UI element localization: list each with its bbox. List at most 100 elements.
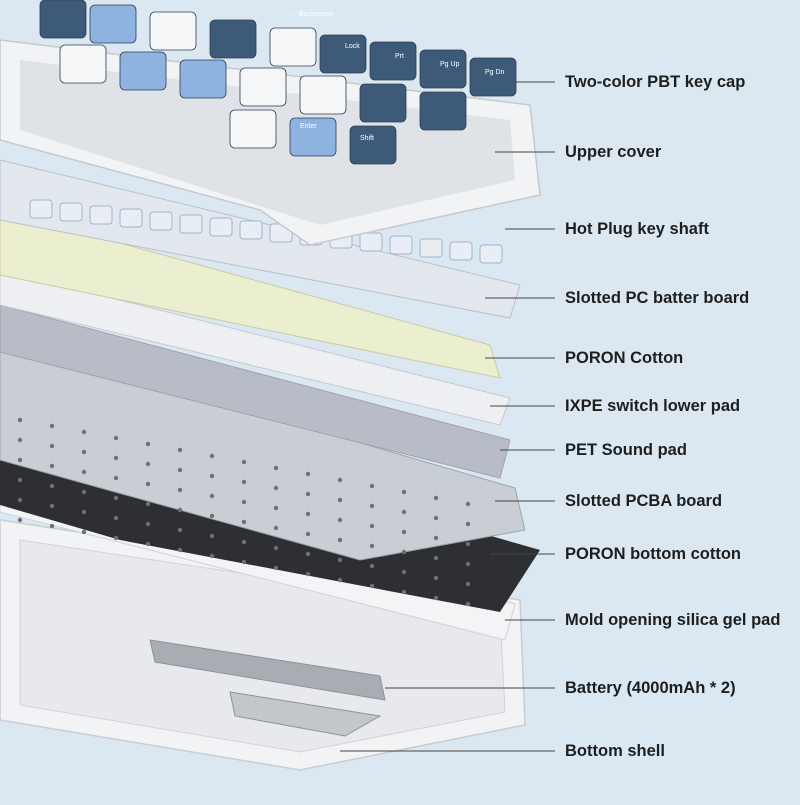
keycap-legend: Enter bbox=[300, 123, 317, 130]
board-hole bbox=[337, 517, 343, 523]
board-hole bbox=[209, 453, 215, 459]
switch bbox=[179, 214, 203, 234]
board-hole bbox=[145, 501, 151, 507]
keycap bbox=[299, 75, 347, 115]
board-hole bbox=[337, 557, 343, 563]
board-hole bbox=[433, 495, 439, 501]
board-hole bbox=[17, 477, 23, 483]
switch bbox=[479, 244, 503, 264]
board-hole bbox=[177, 547, 183, 553]
keycap bbox=[469, 57, 517, 97]
keycap-legend: Shift bbox=[360, 135, 374, 142]
switch bbox=[119, 208, 143, 228]
board-hole bbox=[369, 543, 375, 549]
board-hole bbox=[81, 509, 87, 515]
board-hole bbox=[273, 505, 279, 511]
board-hole bbox=[145, 541, 151, 547]
keycap bbox=[119, 51, 167, 91]
board-hole bbox=[49, 423, 55, 429]
board-hole bbox=[113, 535, 119, 541]
board-hole bbox=[177, 467, 183, 473]
board-hole bbox=[17, 437, 23, 443]
keycap bbox=[419, 49, 467, 89]
switch bbox=[59, 202, 83, 222]
board-hole bbox=[49, 463, 55, 469]
board-hole bbox=[113, 495, 119, 501]
board-hole bbox=[81, 489, 87, 495]
switch bbox=[29, 199, 53, 219]
switch bbox=[449, 241, 473, 261]
board-hole bbox=[241, 519, 247, 525]
board-hole bbox=[305, 491, 311, 497]
label-pet-pad: PET Sound pad bbox=[565, 441, 687, 459]
board-hole bbox=[113, 515, 119, 521]
board-hole bbox=[369, 563, 375, 569]
pcba-board bbox=[0, 337, 526, 561]
label-silica-pad: Mold opening silica gel pad bbox=[565, 611, 781, 629]
board-hole bbox=[433, 595, 439, 601]
board-hole bbox=[273, 565, 279, 571]
switch bbox=[359, 232, 383, 252]
board-hole bbox=[113, 435, 119, 441]
label-switch: Hot Plug key shaft bbox=[565, 220, 709, 238]
board-hole bbox=[433, 575, 439, 581]
board-hole bbox=[305, 511, 311, 517]
label-ixpe-pad: IXPE switch lower pad bbox=[565, 397, 741, 415]
keycap bbox=[239, 67, 287, 107]
switch bbox=[89, 205, 113, 225]
board-hole bbox=[17, 417, 23, 423]
label-poron-cotton: PORON Cotton bbox=[565, 349, 684, 367]
board-hole bbox=[305, 531, 311, 537]
board-hole bbox=[465, 541, 471, 547]
keycap bbox=[269, 27, 317, 67]
board-hole bbox=[209, 473, 215, 479]
label-upper-cover: Upper cover bbox=[565, 143, 662, 161]
board-hole bbox=[81, 429, 87, 435]
board-hole bbox=[465, 501, 471, 507]
board-hole bbox=[273, 485, 279, 491]
switch bbox=[389, 235, 413, 255]
keycap bbox=[149, 11, 197, 51]
keycap bbox=[39, 0, 87, 39]
board-hole bbox=[433, 535, 439, 541]
board-hole bbox=[145, 481, 151, 487]
board-hole bbox=[337, 497, 343, 503]
board-hole bbox=[305, 571, 311, 577]
board-hole bbox=[401, 589, 407, 595]
board-hole bbox=[145, 441, 151, 447]
board-hole bbox=[209, 493, 215, 499]
board-hole bbox=[401, 509, 407, 515]
keycap bbox=[419, 91, 467, 131]
board-hole bbox=[17, 457, 23, 463]
board-hole bbox=[209, 513, 215, 519]
board-hole bbox=[49, 443, 55, 449]
board-hole bbox=[17, 497, 23, 503]
board-hole bbox=[241, 459, 247, 465]
board-hole bbox=[273, 545, 279, 551]
keycap-legend: Lock bbox=[345, 43, 360, 50]
switch bbox=[209, 217, 233, 237]
keycap bbox=[369, 41, 417, 81]
board-hole bbox=[401, 489, 407, 495]
board-hole bbox=[305, 471, 311, 477]
board-hole bbox=[337, 537, 343, 543]
board-hole bbox=[17, 517, 23, 523]
board-hole bbox=[369, 583, 375, 589]
keycap-legend: ← Backspace bbox=[290, 11, 333, 18]
keycap-legend: Prt bbox=[395, 53, 404, 60]
board-hole bbox=[369, 483, 375, 489]
board-hole bbox=[81, 469, 87, 475]
board-hole bbox=[369, 523, 375, 529]
board-hole bbox=[209, 533, 215, 539]
board-hole bbox=[177, 507, 183, 513]
board-hole bbox=[401, 529, 407, 535]
board-hole bbox=[273, 465, 279, 471]
board-hole bbox=[49, 483, 55, 489]
keycap bbox=[209, 19, 257, 59]
board-hole bbox=[177, 447, 183, 453]
label-battery: Battery (4000mAh * 2) bbox=[565, 679, 736, 697]
board-hole bbox=[81, 529, 87, 535]
battery-cell bbox=[149, 639, 386, 701]
board-hole bbox=[465, 561, 471, 567]
board-hole bbox=[401, 549, 407, 555]
